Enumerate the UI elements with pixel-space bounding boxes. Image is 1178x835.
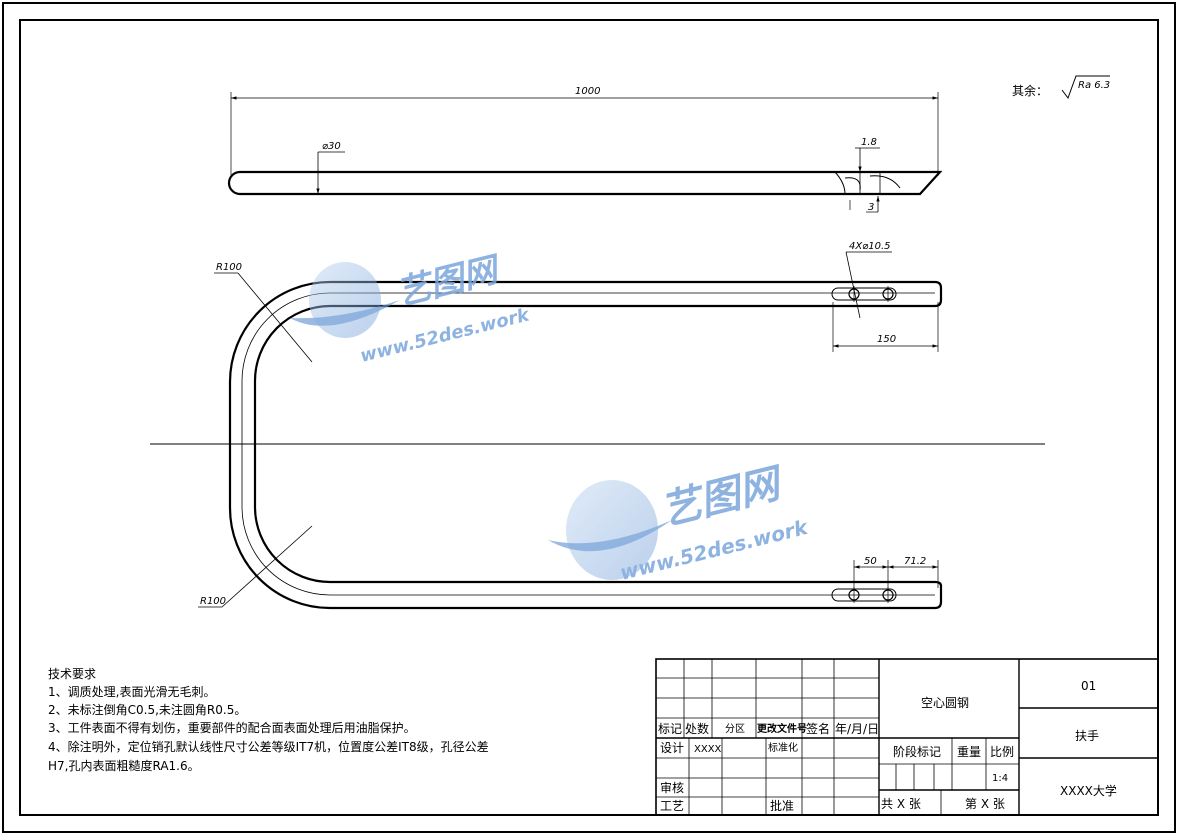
tb-standardize: 标准化 <box>768 741 798 754</box>
tb-zone: 分区 <box>725 723 745 735</box>
watermark-brand: 艺图网 <box>393 249 506 314</box>
inner-frame <box>19 19 1159 816</box>
tb-organization: XXXX大学 <box>1060 783 1117 798</box>
tb-approve: 批准 <box>770 798 794 813</box>
dim-diameter: ⌀30 <box>322 141 341 152</box>
tb-change-doc: 更改文件号 <box>757 722 807 735</box>
dim-hole-offset: 71.2 <box>904 556 926 567</box>
tb-drawing-no: 01 <box>1081 679 1096 693</box>
title-block <box>655 658 1159 816</box>
tb-review: 审核 <box>660 780 684 795</box>
dim-gap: 1.8 <box>861 137 877 148</box>
roughness-symbol <box>1061 75 1110 100</box>
tb-part-name: 扶手 <box>1075 728 1099 743</box>
requirements-title: 技术要求 <box>48 667 96 681</box>
plan-view <box>150 251 1045 610</box>
dim-length-total: 1000 <box>575 86 600 97</box>
tb-stage-mark: 阶段标记 <box>893 744 941 759</box>
requirement-item: H7,孔内表面粗糙度RA1.6。 <box>48 758 200 773</box>
tb-scale-label: 比例 <box>990 745 1014 759</box>
tb-mark: 标记 <box>658 722 682 736</box>
dim-slot-length: 150 <box>877 334 896 345</box>
tb-design: 设计 <box>660 741 684 755</box>
watermark-top: 艺图网 www.52des.work <box>290 249 532 367</box>
tb-date: 年/月/日 <box>835 722 879 736</box>
dim-radius-top: R100 <box>216 262 242 273</box>
front-view <box>227 92 943 213</box>
tb-scale: 1:4 <box>992 773 1008 784</box>
tb-total-sheets: 共 X 张 <box>881 797 921 811</box>
dim-hole-spacing: 50 <box>864 556 877 567</box>
tb-designer: XXXX <box>694 744 722 755</box>
tb-weight: 重量 <box>957 745 981 759</box>
dim-depth: 3 <box>868 202 874 213</box>
roughness-label: 其余： <box>1012 83 1048 98</box>
tb-signature: 签名 <box>806 721 830 736</box>
roughness-value: Ra 6.3 <box>1078 80 1110 91</box>
dim-holes: 4X⌀10.5 <box>849 241 891 252</box>
requirement-item: 4、除注明外，定位销孔默认线性尺寸公差等级IT7机，位置度公差IT8级，孔径公差 <box>48 739 489 754</box>
technical-requirements: 技术要求 1、调质处理,表面光滑无毛刺。 2、未标注倒角C0.5,未注圆角R0.… <box>48 667 489 773</box>
watermark-url: www.52des.work <box>358 304 532 367</box>
requirement-item: 2、未标注倒角C0.5,未注圆角R0.5。 <box>48 702 246 717</box>
tb-material: 空心圆钢 <box>921 696 969 710</box>
tb-sheet-no: 第 X 张 <box>965 797 1005 811</box>
tb-process: 工艺 <box>660 799 684 813</box>
dim-radius-bottom: R100 <box>200 596 226 607</box>
watermark-bottom: 艺图网 www.52des.work <box>548 460 811 585</box>
requirement-item: 1、调质处理,表面光滑无毛刺。 <box>48 685 215 699</box>
tb-count: 处数 <box>685 721 709 736</box>
requirement-item: 3、工件表面不得有划伤，重要部件的配合面表面处理后用油脂保护。 <box>48 720 416 735</box>
